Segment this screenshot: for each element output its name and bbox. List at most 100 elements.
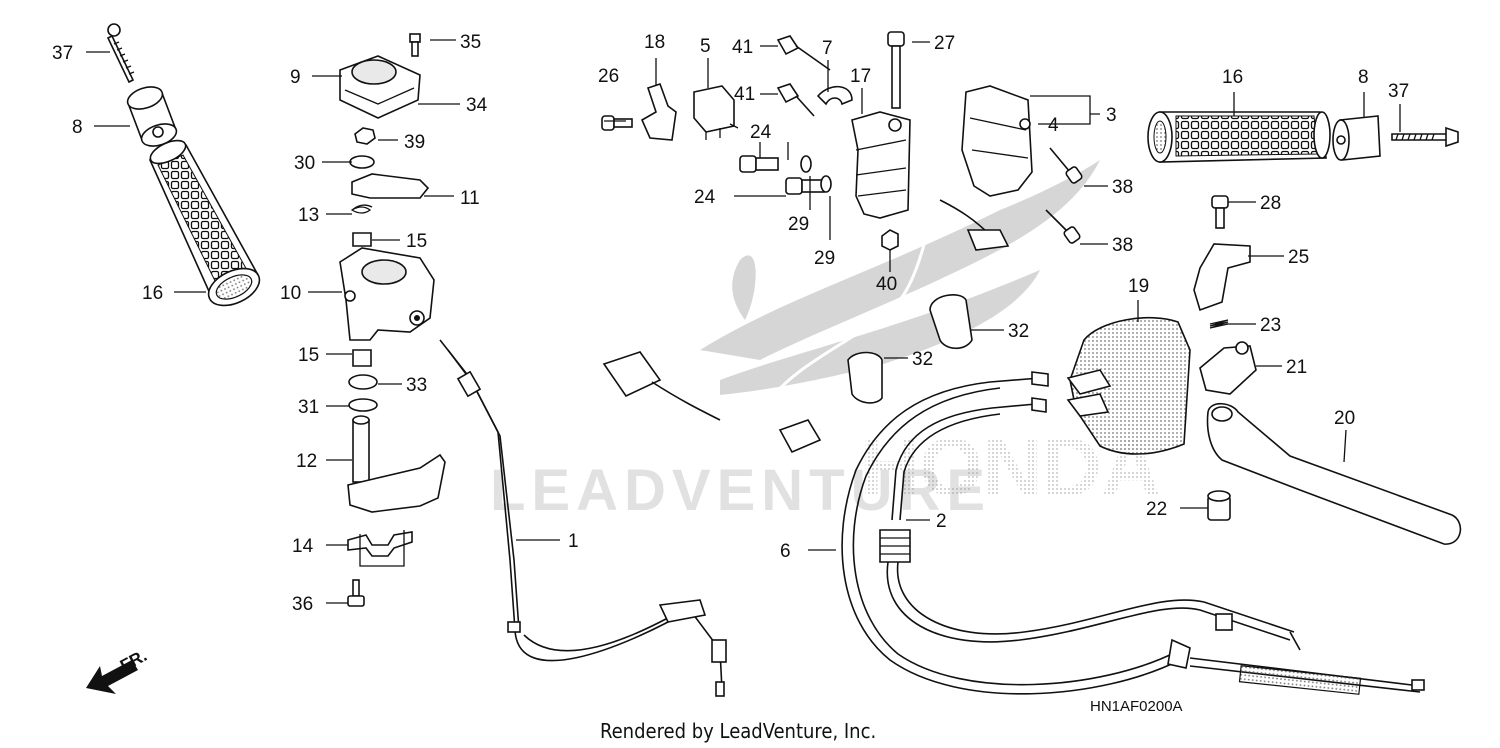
label-24-bottom[interactable]: 24: [694, 187, 716, 208]
label-26[interactable]: 26: [598, 66, 619, 87]
bolt-35: [409, 33, 421, 57]
label-28[interactable]: 28: [1260, 193, 1281, 214]
part-labels: 37 8 16 9 35 34 39 30 11 13 15 10 15 33 …: [52, 32, 1409, 615]
label-17[interactable]: 17: [850, 66, 871, 87]
label-40[interactable]: 40: [876, 274, 897, 295]
label-6[interactable]: 6: [780, 541, 791, 562]
clamp-7: [816, 85, 853, 106]
label-16-left[interactable]: 16: [142, 283, 163, 304]
label-11[interactable]: 11: [460, 188, 480, 209]
screw-24-bottom: [785, 177, 825, 195]
label-34[interactable]: 34: [466, 95, 488, 116]
label-5[interactable]: 5: [700, 36, 711, 57]
label-38-top[interactable]: 38: [1112, 177, 1133, 198]
label-13[interactable]: 13: [298, 205, 319, 226]
label-3[interactable]: 3: [1106, 105, 1117, 126]
label-22[interactable]: 22: [1146, 499, 1167, 520]
left-grip-assembly: [106, 23, 261, 307]
bracket-25: [1193, 243, 1251, 312]
label-25[interactable]: 25: [1288, 247, 1309, 268]
label-41-bottom[interactable]: 41: [734, 84, 755, 105]
nut-40: [881, 229, 899, 251]
screw-41-bottom: [776, 83, 815, 117]
label-32-bottom[interactable]: 32: [912, 349, 933, 370]
label-37-left[interactable]: 37: [52, 43, 73, 64]
label-29-b[interactable]: 29: [814, 248, 835, 269]
lever-20: [1206, 402, 1462, 545]
switch-block-parts: [601, 31, 911, 251]
label-31[interactable]: 31: [298, 397, 319, 418]
wiring-harness: [602, 173, 1010, 462]
collar-15-bottom: [352, 349, 372, 367]
label-8-right[interactable]: 8: [1358, 67, 1369, 88]
label-7[interactable]: 7: [822, 38, 833, 59]
switch-assembly-3: [961, 85, 1083, 244]
throttle-arm-11: [351, 173, 430, 199]
label-2[interactable]: 2: [936, 511, 947, 532]
label-8-left[interactable]: 8: [72, 117, 83, 138]
label-36[interactable]: 36: [292, 594, 313, 615]
relay-5: [693, 85, 739, 140]
throttle-cover-9: [339, 55, 421, 119]
watermark: LEADVENTURE HONDA: [490, 160, 1161, 523]
grip-16-left: [148, 139, 261, 307]
label-32-top[interactable]: 32: [1008, 321, 1029, 342]
label-10[interactable]: 10: [280, 283, 301, 304]
diagram-code: HN1AF0200A: [1090, 698, 1183, 715]
bolt-36: [347, 579, 365, 607]
screw-26: [601, 115, 633, 131]
label-9[interactable]: 9: [290, 67, 301, 88]
label-15-bottom[interactable]: 15: [298, 345, 319, 366]
label-41-top[interactable]: 41: [732, 37, 753, 58]
rendered-by-footer: Rendered by LeadVenture, Inc.: [600, 719, 876, 743]
throttle-assembly: [339, 33, 446, 607]
label-21[interactable]: 21: [1286, 357, 1307, 378]
label-35[interactable]: 35: [460, 32, 481, 53]
washer-29-a: [800, 155, 812, 173]
spring-23: [1209, 319, 1229, 329]
label-19[interactable]: 19: [1128, 276, 1149, 297]
label-4[interactable]: 4: [1048, 115, 1059, 136]
washer-31: [348, 398, 378, 412]
screw-38-top: [1049, 147, 1083, 184]
label-23[interactable]: 23: [1260, 315, 1281, 336]
throttle-cable-1: [439, 339, 727, 697]
label-30[interactable]: 30: [294, 153, 315, 174]
label-20[interactable]: 20: [1334, 408, 1355, 429]
label-29-a[interactable]: 29: [788, 214, 809, 235]
label-37-right[interactable]: 37: [1388, 81, 1409, 102]
label-12[interactable]: 12: [296, 451, 317, 472]
front-direction-indicator: FR.: [86, 646, 150, 694]
bolt-27: [887, 31, 905, 109]
label-39[interactable]: 39: [404, 132, 425, 153]
grip-16-right: [1147, 111, 1331, 163]
label-18[interactable]: 18: [644, 32, 665, 53]
throttle-lever-12: [347, 415, 446, 513]
bar-end-weight-8-right: [1332, 115, 1381, 161]
label-14[interactable]: 14: [292, 536, 314, 557]
label-16-right[interactable]: 16: [1222, 67, 1243, 88]
label-15-top[interactable]: 15: [406, 231, 427, 252]
screw-38-bottom: [1045, 209, 1081, 244]
spring-13: [350, 204, 373, 214]
screw-37-left: [106, 23, 135, 84]
pivot-21: [1199, 341, 1257, 395]
label-38-bottom[interactable]: 38: [1112, 235, 1133, 256]
bracket-18: [640, 82, 677, 141]
washer-29-b: [820, 175, 832, 193]
brake-lever-assembly: [1066, 195, 1462, 545]
screw-37-right: [1391, 126, 1459, 148]
label-27[interactable]: 27: [934, 33, 955, 54]
clamp-14: [347, 531, 413, 557]
collar-15-top: [352, 232, 372, 247]
label-24-top[interactable]: 24: [750, 122, 772, 143]
bolt-28: [1211, 195, 1229, 229]
switch-housing-17: [851, 111, 911, 219]
brake-cable-6: [841, 371, 1425, 695]
front-arrow-icon: [86, 660, 138, 694]
throttle-housing-10: [339, 247, 435, 341]
right-grip-assembly: [1147, 111, 1459, 163]
label-33[interactable]: 33: [406, 375, 427, 396]
label-1[interactable]: 1: [568, 531, 579, 552]
